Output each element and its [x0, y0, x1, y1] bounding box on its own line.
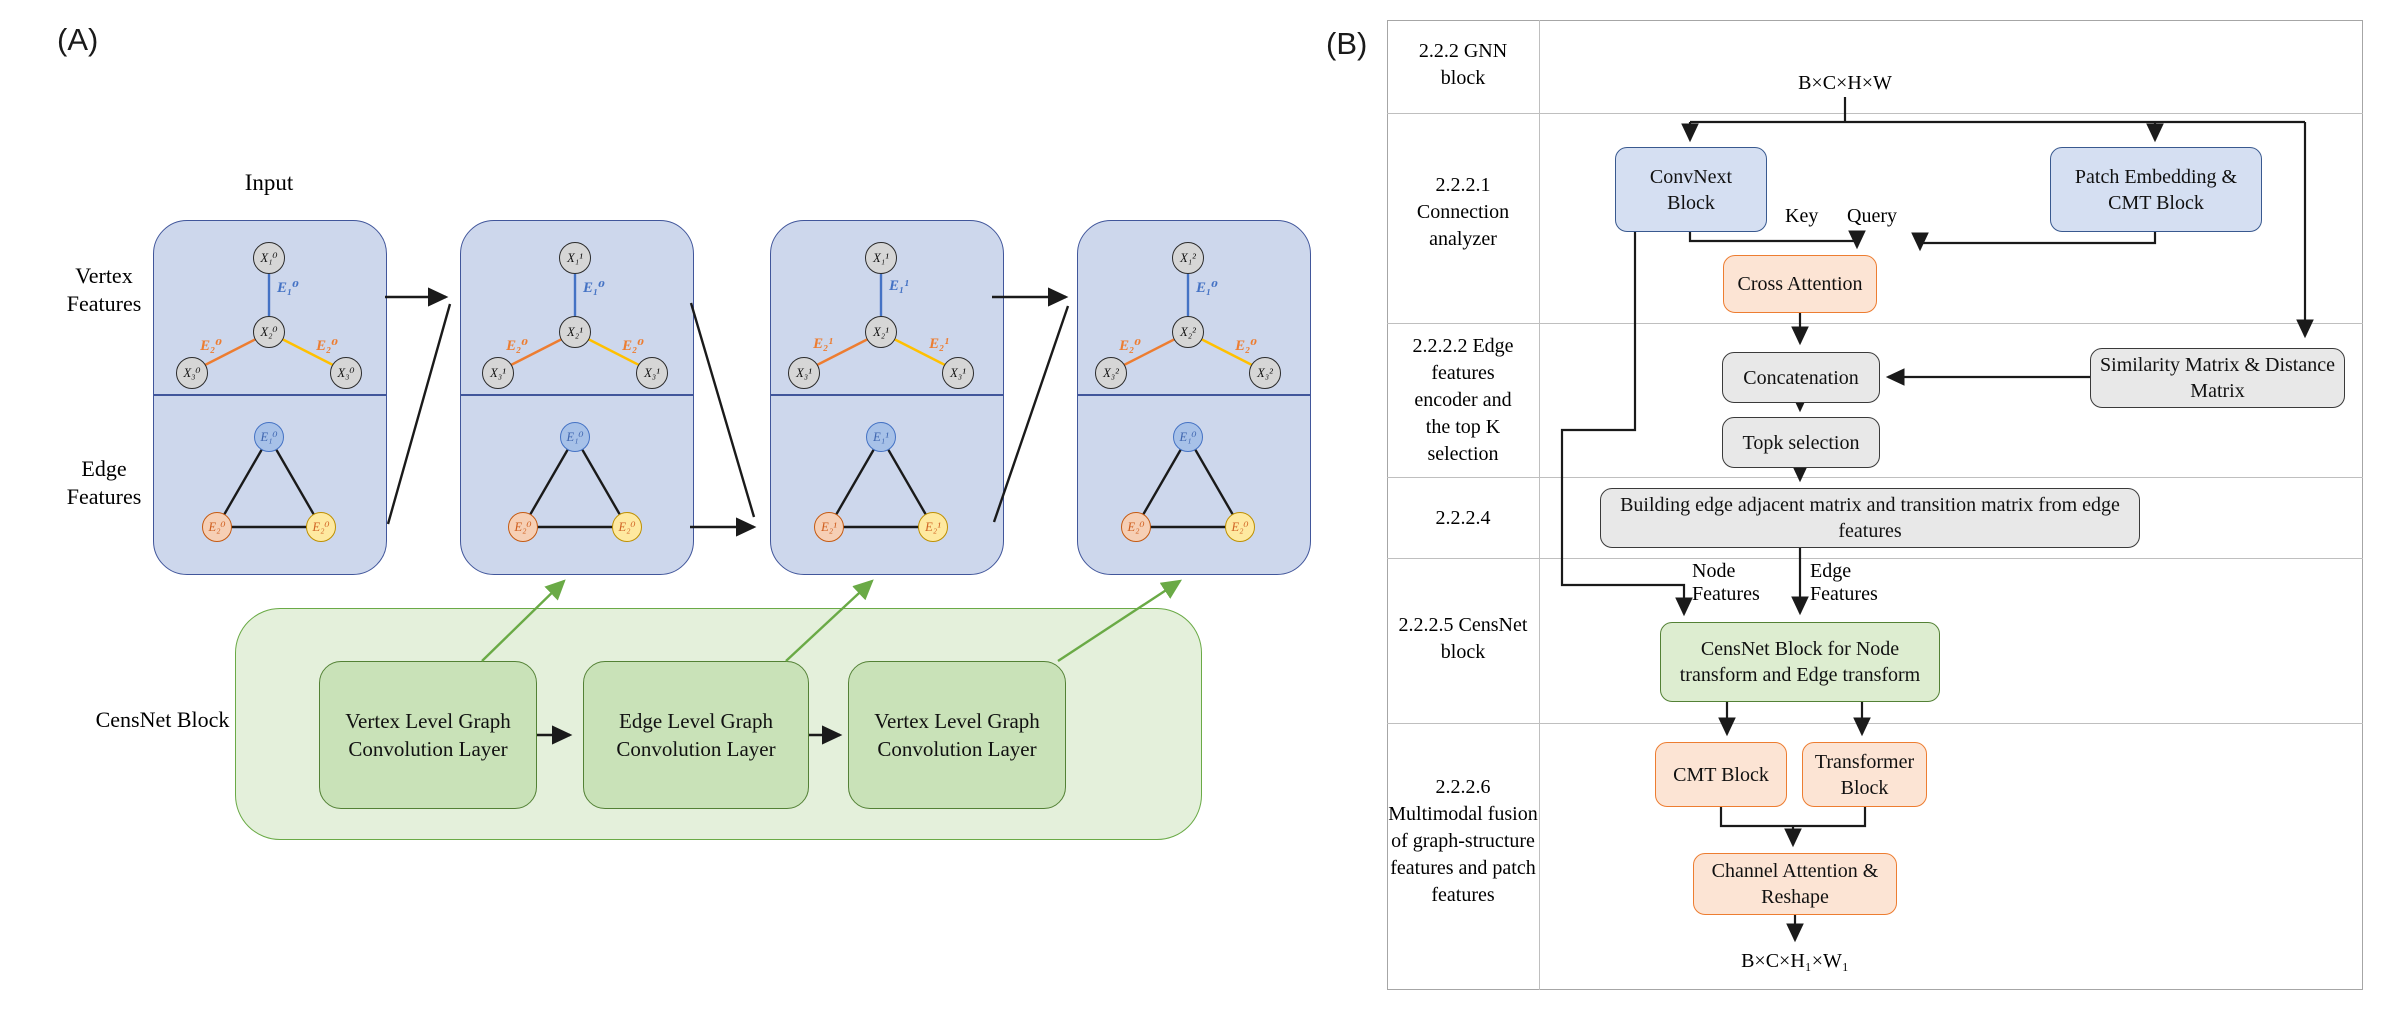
- convnext-block: ConvNext Block: [1615, 147, 1767, 232]
- row-label-gnn-block: 2.2.2 GNN block: [1418, 40, 1508, 89]
- panel-b-label: (B): [1326, 26, 1368, 61]
- building-edge-matrix-block: Building edge adjacent matrix and transi…: [1600, 488, 2140, 548]
- censnet-transform-block: CensNet Block for Node transform and Edg…: [1660, 622, 1940, 702]
- row-label-censnet: 2.2.2.5 CensNet block: [1398, 614, 1528, 663]
- table-row-divider: [1387, 477, 2363, 478]
- panel-a-label: (A): [57, 22, 99, 57]
- patch-embedding-cmt-block: Patch Embedding & CMT Block: [2050, 147, 2262, 232]
- node-features-label: Node Features: [1692, 560, 1760, 605]
- row-label-multimodal: 2.2.2.6 Multimodal fusion of graph-struc…: [1388, 776, 1538, 906]
- vertex-edge-divider: [154, 394, 386, 396]
- row-label-224: 2.2.2.4: [1435, 507, 1491, 529]
- concatenation-block: Concatenation: [1722, 352, 1880, 403]
- graph-box-input: [153, 220, 387, 575]
- cross-attention-block: Cross Attention: [1723, 255, 1877, 313]
- gnn-section-table: [1387, 20, 2363, 990]
- transformer-block: Transformer Block: [1802, 742, 1927, 807]
- input-label: Input: [244, 170, 294, 195]
- edge-features-label-b: Edge Features: [1810, 560, 1878, 605]
- table-row-divider: [1387, 113, 2363, 114]
- graph-box-step2: [770, 220, 1004, 575]
- key-label: Key: [1785, 205, 1819, 227]
- edge-features-label: Edge Features: [66, 456, 142, 509]
- graph-box-step1: [460, 220, 694, 575]
- conv-layer-vertex-2: Vertex Level Graph Convolution Layer: [848, 661, 1066, 809]
- table-row-divider: [1387, 558, 2363, 559]
- similarity-distance-matrix-block: Similarity Matrix & Distance Matrix: [2090, 348, 2345, 408]
- row-label-edge-encoder: 2.2.2.2 Edge features encoder and the to…: [1412, 335, 1514, 465]
- topk-selection-block: Topk selection: [1722, 417, 1880, 468]
- vertex-features-label: Vertex Features: [66, 263, 142, 316]
- graph-box-step3: [1077, 220, 1311, 575]
- vertex-edge-divider: [461, 394, 693, 396]
- conv-layer-edge: Edge Level Graph Convolution Layer: [583, 661, 809, 809]
- input-shape-label: B×C×H×W: [1798, 72, 1892, 94]
- output-shape-label: B×C×H₁×W₁: [1741, 950, 1849, 972]
- cmt-block: CMT Block: [1655, 742, 1787, 807]
- table-row-divider: [1387, 723, 2363, 724]
- table-row-divider: [1387, 323, 2363, 324]
- table-column-divider: [1539, 20, 1540, 990]
- conv-layer-vertex-1: Vertex Level Graph Convolution Layer: [319, 661, 537, 809]
- row-label-connection-analyzer: 2.2.2.1 Connection analyzer: [1416, 174, 1510, 250]
- censnet-block-label: CensNet Block: [95, 707, 230, 732]
- channel-attention-reshape-block: Channel Attention & Reshape: [1693, 853, 1897, 915]
- query-label: Query: [1847, 205, 1897, 227]
- vertex-edge-divider: [1078, 394, 1310, 396]
- vertex-edge-divider: [771, 394, 1003, 396]
